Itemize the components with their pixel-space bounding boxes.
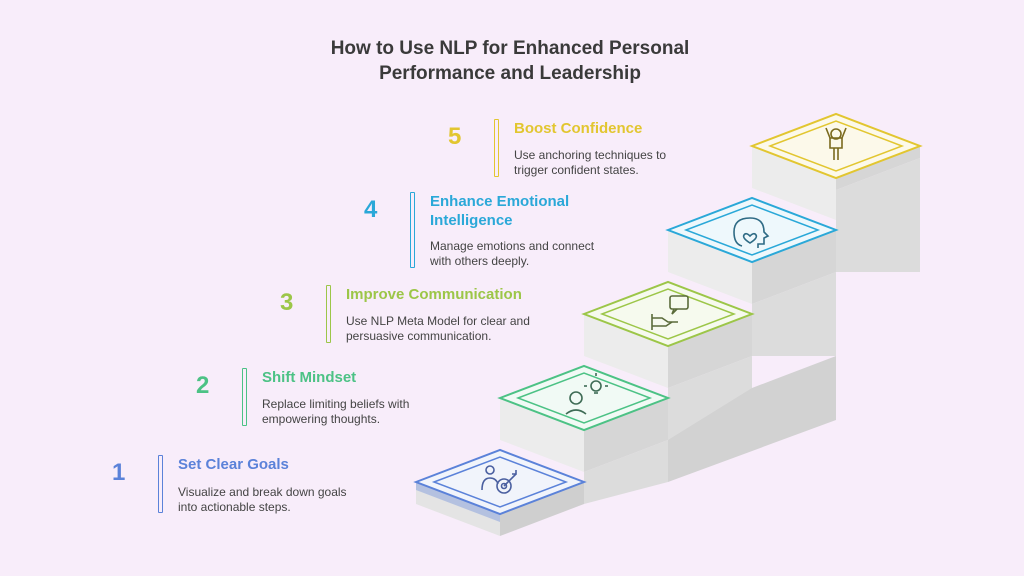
step-heading: Set Clear Goals xyxy=(178,456,289,473)
step-heading: Shift Mindset xyxy=(262,369,357,386)
title-line-2: Performance and Leadership xyxy=(379,63,641,84)
tread-3 xyxy=(581,280,755,348)
step-description-line-1: Replace limiting beliefs with xyxy=(262,397,410,411)
step-description-line-1: Visualize and break down goals xyxy=(178,485,347,499)
step-number: 5 xyxy=(448,123,462,150)
tread-2 xyxy=(497,364,671,432)
step-description-line-1: Manage emotions and connect xyxy=(430,239,595,253)
step-description-line-2: with others deeply. xyxy=(430,254,530,268)
step-divider xyxy=(494,119,499,177)
step-number: 2 xyxy=(196,372,210,399)
step-number: 4 xyxy=(364,196,378,223)
handshake-chat-icon xyxy=(651,295,689,330)
target-person-icon xyxy=(481,465,517,494)
step-number: 1 xyxy=(112,459,126,486)
step-description-line-2: into actionable steps. xyxy=(178,500,291,514)
cheering-person-icon xyxy=(825,127,847,160)
step-divider xyxy=(158,455,163,513)
step-divider xyxy=(242,368,247,426)
step-number: 3 xyxy=(280,289,294,316)
diagram-title: How to Use NLP for Enhanced Personal Per… xyxy=(230,36,790,86)
title-line-1: How to Use NLP for Enhanced Personal xyxy=(330,38,690,59)
step-divider xyxy=(410,192,415,268)
tread-1 xyxy=(413,448,587,522)
step-heading: Improve Communication xyxy=(346,286,522,303)
heart-head-icon xyxy=(733,217,770,248)
staircase-body xyxy=(416,146,920,536)
lightbulb-head-icon xyxy=(565,373,608,415)
step-divider xyxy=(326,285,331,343)
step-heading: Boost Confidence xyxy=(514,120,643,137)
tread-4 xyxy=(665,196,839,264)
step-description-line-1: Use anchoring techniques to xyxy=(514,148,667,162)
step-description-line-2: trigger confident states. xyxy=(514,163,639,177)
tread-5 xyxy=(749,112,923,180)
step-heading: Enhance Emotional xyxy=(430,193,570,210)
step-description-line-2: persuasive communication. xyxy=(346,329,492,343)
step-description-line-2: empowering thoughts. xyxy=(262,412,381,426)
step-description-line-1: Use NLP Meta Model for clear and xyxy=(346,314,530,328)
step-heading-line-2: Intelligence xyxy=(430,212,513,229)
